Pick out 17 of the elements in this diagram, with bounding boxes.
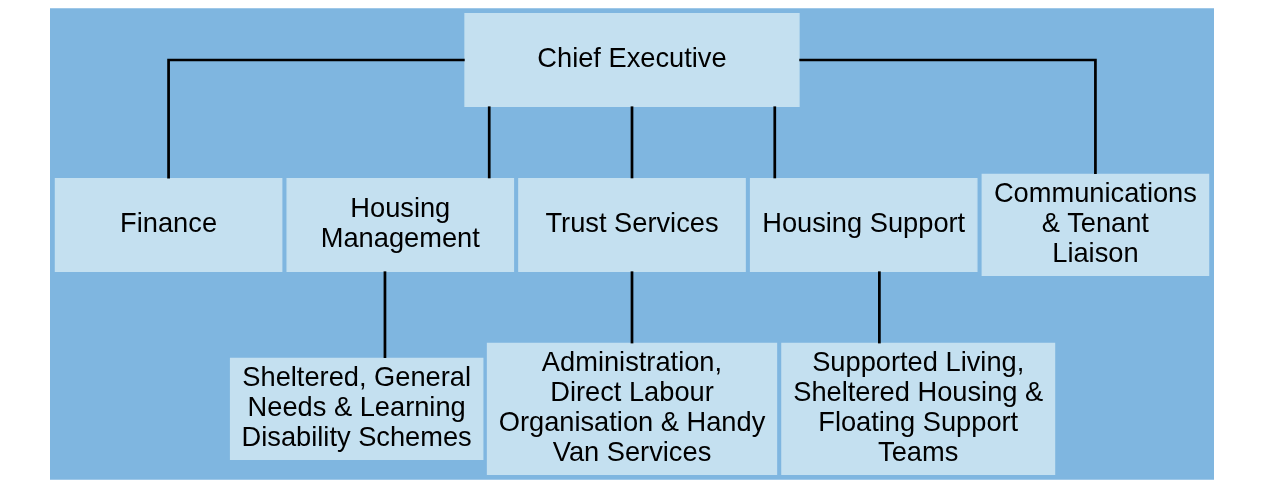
node-box: Communications & Tenant Liaison (981, 173, 1209, 277)
connector (877, 271, 881, 344)
connector (487, 106, 491, 179)
node-box: Trust Services (517, 177, 746, 272)
connector (772, 106, 776, 179)
connector (166, 58, 465, 179)
connector (798, 58, 1097, 175)
node-box: Housing Management (286, 177, 514, 272)
node-box: Housing Support (749, 177, 977, 272)
node-box: Administration, Direct Labour Organisation & Handy Van Services (486, 342, 777, 476)
node-box: Sheltered, General Needs & Learning Disability Schemes (229, 357, 483, 461)
node-box: Supported Living, Sheltered Housing & Floating Support Teams (780, 342, 1055, 476)
connector (630, 106, 633, 179)
connector (383, 271, 386, 358)
node-box: Chief Executive (463, 12, 800, 108)
connector (630, 271, 633, 344)
node-box: Finance (54, 177, 282, 272)
